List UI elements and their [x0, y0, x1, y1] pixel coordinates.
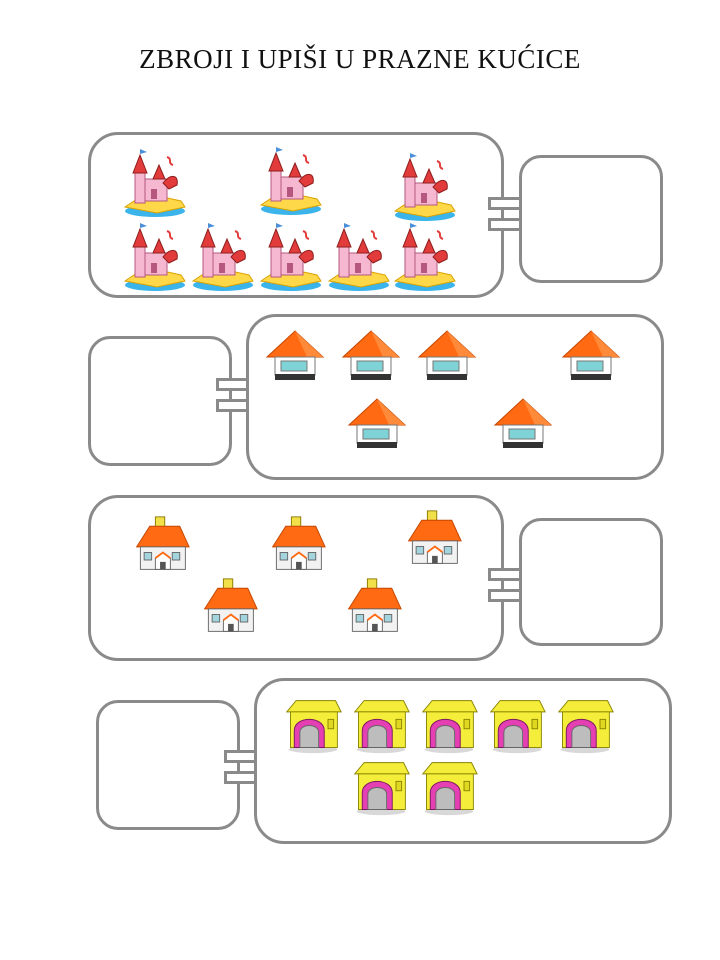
cottages-picture-box [88, 495, 504, 661]
yellow-house-icon [419, 757, 479, 817]
worksheet-title: ZBROJI I UPIŠI U PRAZNE KUĆICE [139, 44, 581, 74]
castle-icon [393, 223, 457, 295]
yellow-house-icon [351, 757, 411, 817]
cottage-icon [199, 576, 259, 638]
castle-icon [191, 223, 255, 295]
yellow-house-icon [555, 695, 615, 755]
yellow-houses-picture-box [254, 678, 672, 844]
cottage-icon [403, 508, 463, 570]
yellow-house-icon [487, 695, 547, 755]
castle-icon [259, 147, 323, 219]
house-icon [345, 395, 409, 451]
house-icon [415, 327, 479, 383]
house-icon [491, 395, 555, 451]
castle-icon [123, 223, 187, 295]
yellow-house-icon [351, 695, 411, 755]
castle-icon [123, 149, 187, 221]
castle-icon [393, 153, 457, 225]
house-icon [559, 327, 623, 383]
cottage-icon [131, 514, 191, 576]
castle-icon [327, 223, 391, 295]
cottage-icon [343, 576, 403, 638]
answer-box[interactable] [88, 336, 232, 466]
cottage-icon [267, 514, 327, 576]
yellow-house-icon [419, 695, 479, 755]
castles-picture-box [88, 132, 504, 298]
houses-picture-box [246, 314, 664, 480]
castle-icon [259, 223, 323, 295]
house-icon [339, 327, 403, 383]
answer-box[interactable] [96, 700, 240, 830]
answer-box[interactable] [519, 155, 663, 283]
answer-box[interactable] [519, 518, 663, 646]
yellow-house-icon [283, 695, 343, 755]
house-icon [263, 327, 327, 383]
